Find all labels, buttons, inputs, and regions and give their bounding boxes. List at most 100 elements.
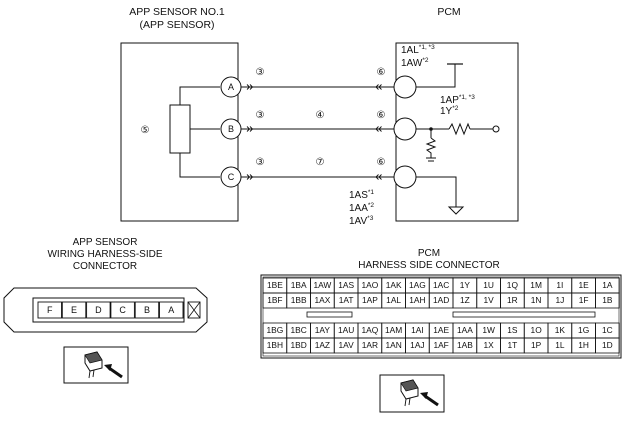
pcm-terminal-1al: 1AL*1, *3 [401,44,435,56]
pcm-terminal-1av: 1AV*3 [349,215,374,227]
wire-c-middle-number: ⑦ [316,157,325,168]
pcm-terminal-1as: 1AS*1 [349,189,374,201]
pcm-connector-pin-label: 1H [578,340,589,350]
connector-lock-icon [187,301,201,319]
pcm-connector-pin-label: 1AY [315,325,331,335]
pcm-connector-pin-label: 1Y [460,280,471,290]
harness-view-icon [400,379,419,392]
app-connector-outer [3,287,208,333]
pcm-connector-cavity [595,292,620,309]
app-connector-title-line1: APP SENSOR [73,237,138,248]
wire-a-pcm-number: ⑥ [377,67,386,78]
pcm-connector-pin-label: 1AV [339,340,355,350]
pcm-connector-pin-label: 1M [530,280,542,290]
wire-c-sensor-number: ③ [256,157,265,168]
pcm-terminal-1ap: 1AP*1, *3 [440,94,475,106]
pcm-connector-pin-label: 1L [555,340,565,350]
pcm-connector-pin-label: 1W [482,325,495,335]
pcm-connector-pin-label: 1T [507,340,517,350]
pcm-connector-pin-label: 1AU [338,325,354,335]
pcm-connector-pin-label: 1O [531,325,543,335]
pcm-connector-title-line1: PCM [418,248,440,259]
sensor-title-line2: (APP SENSOR) [139,19,214,31]
sensor-pin-a-label: A [228,82,234,92]
pcm-connector-pin-label: 1AE [433,325,449,335]
harness-view-icon [84,351,103,364]
pcm-connector-pin-label: 1AS [338,280,354,290]
app-connector-pin [86,301,111,319]
pcm-connector-pin-label: 1BG [266,325,283,335]
wire-b-pcm-number: ⑥ [377,110,386,121]
pcm-connector-pin-label: 1BB [291,295,307,305]
pcm-connector-title-line2: HARNESS SIDE CONNECTOR [358,260,500,271]
pcm-connector-pin-label: 1AQ [361,325,378,335]
pcm-connector-pin-label: 1S [507,325,518,335]
pcm-connector-pin-label: 1AH [409,295,425,305]
sensor-element [169,104,191,154]
pcm-ground-line [416,176,457,207]
pcm-connector-pin-label: 1AG [409,280,426,290]
connector-lock-icon [187,301,201,319]
pcm-connector-pin-label: 1AZ [315,340,330,350]
app-connector-pin-label: A [168,305,174,315]
app-connector-pin [134,301,160,319]
pcm-connector-pin-label: 1AO [361,280,378,290]
wire-a-sensor-number: ③ [256,67,265,78]
pcm-connector-pin-label: 1V [484,295,495,305]
pcm-connector-pin-label: 1N [531,295,542,305]
pcm-connector-pin-label: 1AL [386,295,401,305]
app-connector-pin-label: D [95,305,102,315]
app-connector-pin-label: E [71,305,77,315]
pcm-connector-pin-label: 1AM [385,325,402,335]
pcm-connector-pin-label: 1AD [433,295,449,305]
pcm-terminal-1y: 1Y*2 [440,105,459,117]
pcm-connector-pin-label: 1R [507,295,518,305]
wire-b-sensor-number: ③ [256,110,265,121]
pcm-connector-pin-label: 1AX [314,295,330,305]
sensor-pin-b-label: B [228,124,234,134]
pcm-connector-pin-label: 1K [555,325,566,335]
pcm-connector-pin-label: 1AK [386,280,402,290]
app-connector-pin-label: F [47,305,53,315]
pcm-terminal-3 [393,165,417,189]
app-connector-title-line2: WIRING HARNESS-SIDE [47,249,162,260]
pcm-connector-pin-label: 1AN [385,340,401,350]
pcm-connector-outer [260,274,622,359]
pcm-connector-pin-label: 1AI [411,325,424,335]
pcm-connector-pin-label: 1BD [290,340,306,350]
pcm-connector-pin-label: 1E [579,280,590,290]
pcm-connector-pin-label: 1AW [313,280,331,290]
pcm-terminal-1 [393,75,417,99]
pcm-connector-pin-label: 1BF [267,295,282,305]
view-arrow-icon [108,366,123,379]
harness-view-icon [404,397,411,407]
pcm-connector-pin-label: 1AT [339,295,354,305]
app-connector-pin [61,301,87,319]
pcm-connector-pin-label: 1Z [460,295,470,305]
pcm-connector-pin-label: 1AA [457,325,473,335]
view-arrow-icon [104,364,112,371]
sensor-body-number: ⑤ [141,125,150,136]
pcm-connector-pin-label: 1AB [457,340,473,350]
pcm-connector-pin-label: 1D [602,340,613,350]
pcm-connector-cavity [595,337,620,354]
pcm-connector-pin-label: 1Q [507,280,519,290]
pcm-connector-pin-label: 1BC [290,325,306,335]
ground-icon [447,206,465,215]
pcm-connector-pin-label: 1BH [267,340,283,350]
pcm-connector-outer [262,276,620,357]
sensor-wire-a [179,86,220,105]
view-arrow-icon [424,394,439,407]
pcm-connector-pin-label: 1B [602,295,613,305]
pulldown-resistor-icon [425,137,437,158]
pcm-connector-pin-label: 1G [578,325,589,335]
pcm-supply-line [416,64,456,88]
app-sensor-box [120,42,239,222]
app-connector-pin-label: C [119,305,126,315]
pcm-connector-key-right [452,311,596,318]
app-connector-title-line3: CONNECTOR [73,261,137,272]
pcm-connector-pin-label: 1AR [362,340,378,350]
